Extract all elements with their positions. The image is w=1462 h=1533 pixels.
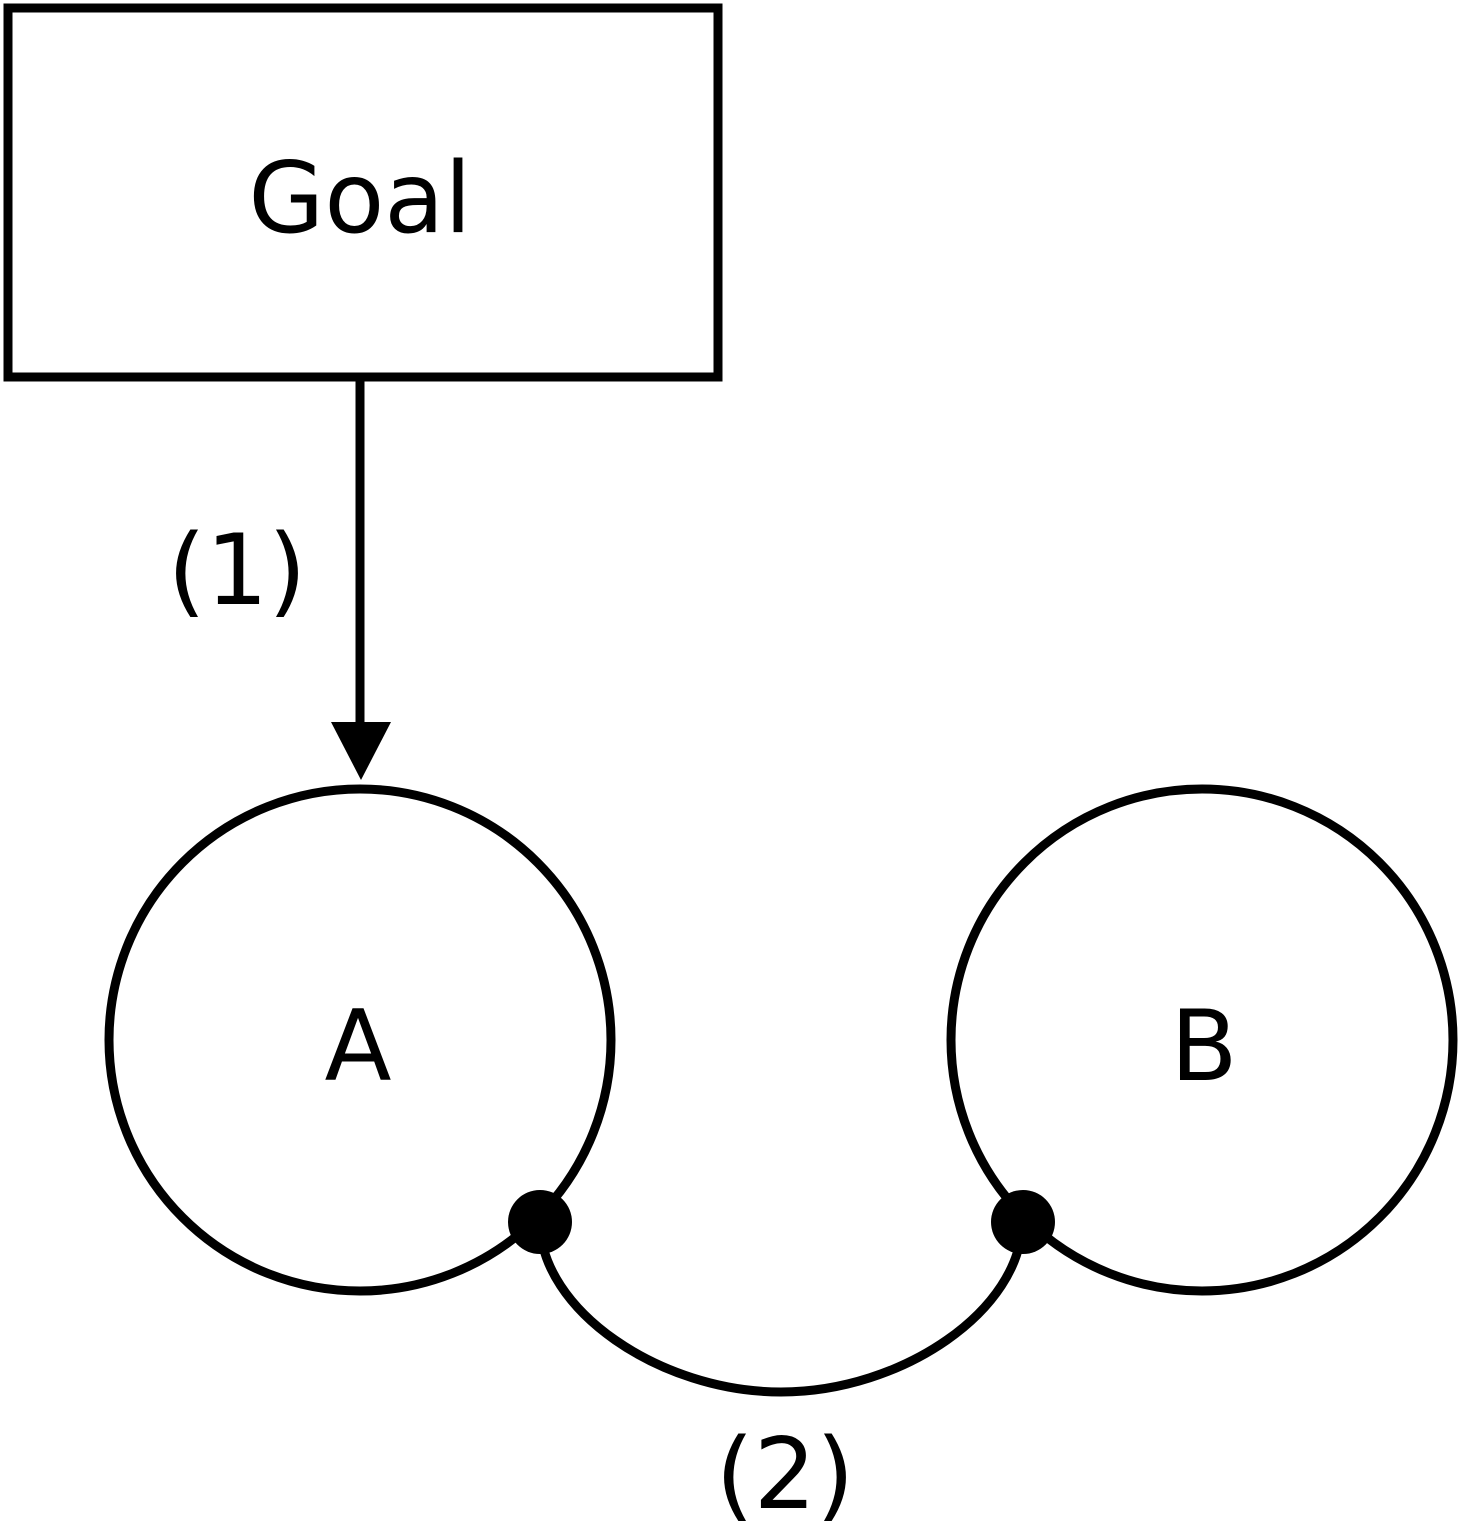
edge-goal-to-a[interactable]: (1) (168, 378, 391, 780)
connector-dot-b-icon (991, 1190, 1055, 1254)
node-b-label: B (1170, 990, 1237, 1104)
goal-box (3, 3, 723, 382)
edge-a-to-b[interactable]: (2) (508, 1190, 1055, 1532)
node-b[interactable]: B (946, 784, 1458, 1296)
edge-2-curve (535, 1221, 1027, 1397)
node-a[interactable]: A (104, 784, 616, 1296)
goal-node[interactable]: Goal (3, 3, 723, 382)
connector-dot-a-icon (508, 1190, 572, 1254)
goal-label: Goal (248, 142, 471, 256)
edge-1-label: (1) (168, 514, 307, 628)
node-a-label: A (324, 990, 391, 1104)
node-a-circle (104, 784, 616, 1296)
node-b-circle (946, 784, 1458, 1296)
edge-2-label: (2) (716, 1418, 855, 1532)
arrowhead-icon (331, 722, 391, 780)
